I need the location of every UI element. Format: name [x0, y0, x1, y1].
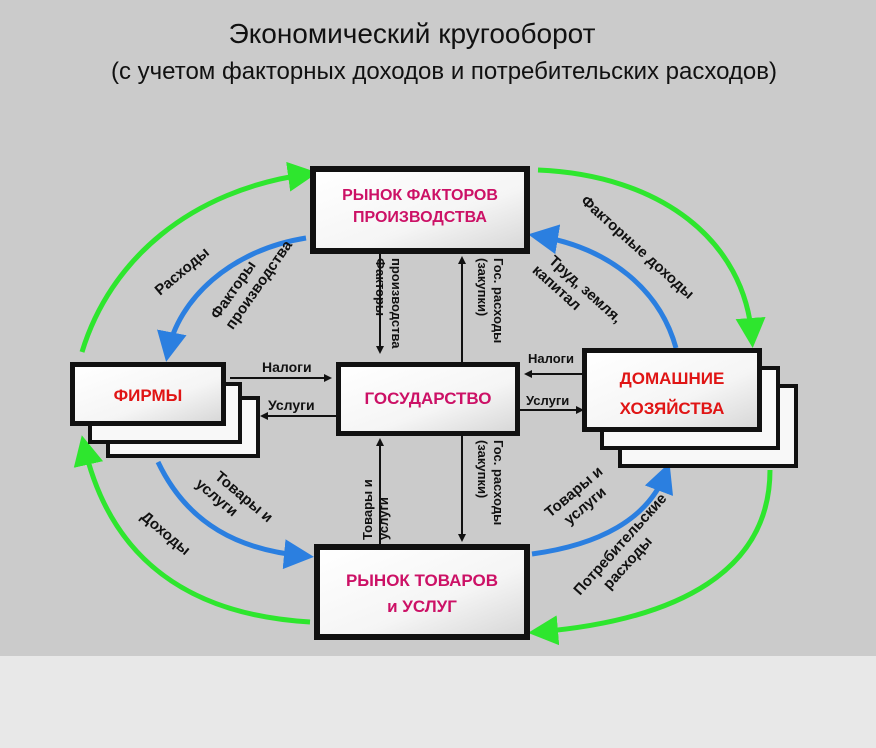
- green-arrow-incomes: [73, 435, 311, 625]
- label-incomes: Доходы: [137, 508, 193, 559]
- factor-market-line2: ПРОИЗВОДСТВА: [353, 209, 487, 226]
- green-arrow-factor-incomes: [537, 167, 766, 348]
- firms-box: ФИРМЫ: [70, 362, 260, 458]
- diagram-title: Экономический кругооборот: [228, 18, 596, 49]
- households-box: ДОМАШНИЕ ХОЗЯЙСТВА: [582, 348, 798, 468]
- label-vert-gov-top: Гос. расходы (закупки): [475, 258, 506, 343]
- state-box: ГОСУДАРСТВО: [336, 362, 520, 436]
- goods-market-line1: РЫНОК ТОВАРОВ: [346, 571, 498, 590]
- label-goods-services-households: Товары и услуги: [542, 463, 610, 528]
- svg-text:Факторы: Факторы: [373, 258, 388, 316]
- svg-text:Товары и: Товары и: [360, 479, 375, 540]
- state-label: ГОСУДАРСТВО: [364, 389, 491, 408]
- blue-arrow-goods-services-firms: [155, 460, 314, 570]
- blue-arrow-labor-land-capital: [528, 224, 679, 349]
- households-line2: ХОЗЯЙСТВА: [620, 399, 725, 418]
- goods-market-box: РЫНОК ТОВАРОВ и УСЛУГ: [314, 544, 530, 640]
- svg-text:Гос. расходы: Гос. расходы: [491, 258, 506, 343]
- label-vert-gov-bottom: Гос. расходы (закупки): [475, 440, 506, 525]
- factor-market-box: РЫНОК ФАКТОРОВ ПРОИЗВОДСТВА: [310, 166, 530, 254]
- svg-text:производства: производства: [389, 258, 404, 349]
- diagram-subtitle: (с учетом факторных доходов и потребител…: [111, 58, 777, 85]
- factor-market-line1: РЫНОК ФАКТОРОВ: [342, 187, 498, 204]
- label-taxes-households: Налоги: [528, 351, 574, 366]
- green-arrow-expenses: [79, 161, 318, 353]
- label-vert-goods: Товары и услуги: [360, 479, 391, 540]
- svg-text:(закупки): (закупки): [475, 440, 490, 498]
- svg-text:(закупки): (закупки): [475, 258, 490, 316]
- green-arrow-consumer-expenses: [528, 469, 773, 646]
- svg-text:Гос. расходы: Гос. расходы: [491, 440, 506, 525]
- label-taxes-firms: Налоги: [262, 359, 312, 375]
- label-factors-of-production: Факторы производства: [207, 237, 296, 333]
- blue-arrow-goods-services-households: [531, 462, 674, 557]
- svg-text:услуги: услуги: [376, 497, 391, 540]
- lower-band: [0, 656, 876, 748]
- label-goods-services-firms: Товары и услуги: [192, 468, 276, 526]
- label-services-firms: Услуги: [268, 397, 315, 413]
- goods-market-line2: и УСЛУГ: [387, 597, 457, 616]
- label-vert-factors: Факторы производства: [373, 258, 404, 349]
- label-services-households: Услуги: [526, 393, 569, 408]
- households-line1: ДОМАШНИЕ: [620, 369, 725, 388]
- firms-label: ФИРМЫ: [114, 386, 183, 405]
- blue-arrow-factors-of-production: [157, 235, 307, 362]
